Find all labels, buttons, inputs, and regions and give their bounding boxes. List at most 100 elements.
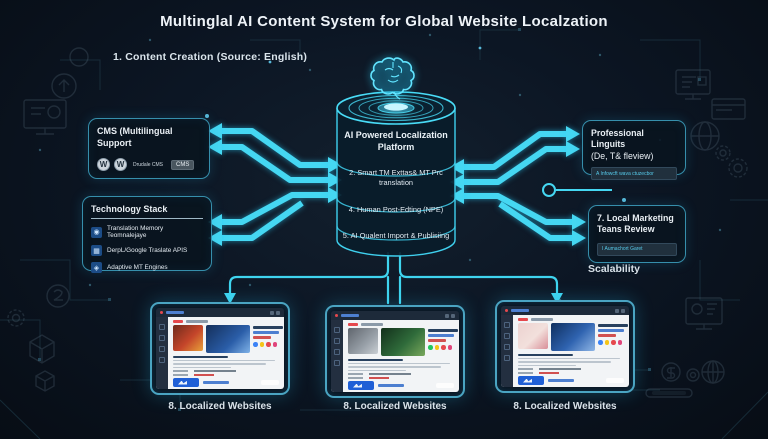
- text-line: [253, 326, 283, 329]
- sidebar-icon: [504, 322, 510, 328]
- upload-circle-icon: [51, 73, 77, 99]
- browser-topbar: [331, 311, 459, 320]
- address-bar: [341, 314, 359, 317]
- tech-item-translation-memory: ◉ Translation Memory Teomnalejaye: [91, 225, 203, 239]
- field-value: [194, 373, 214, 376]
- connector-dot: [205, 114, 209, 118]
- monitor-icon: [675, 69, 711, 100]
- website-label: 8. Localized Websites: [343, 401, 447, 412]
- field-label: [518, 371, 533, 374]
- adaptive-mt-icon: ◈: [91, 262, 102, 273]
- article-heading: [348, 359, 404, 361]
- website-body: [501, 315, 629, 387]
- tech-item-label: DerpL/Google Traslate APIS: [107, 247, 188, 254]
- article-image: [348, 328, 378, 354]
- coin-icon: [686, 368, 700, 382]
- sidebar-icon: [159, 357, 165, 363]
- globe-icon: [701, 360, 725, 384]
- text-line: [253, 331, 279, 334]
- browser-topbar: [501, 306, 629, 315]
- share-dot-icon: [434, 345, 439, 350]
- monitor-icon: [23, 99, 67, 135]
- localization-platform-cylinder: [336, 91, 456, 257]
- paragraph-line: [173, 360, 275, 362]
- paragraph-line: [348, 366, 442, 368]
- alert-dot-icon: [505, 309, 508, 312]
- window-control-icon: [615, 308, 619, 313]
- window-control-icon: [445, 313, 449, 318]
- text-line: [598, 324, 628, 327]
- website-label: 8. Localized Websites: [513, 401, 617, 412]
- scalability-label: Scalability: [588, 263, 640, 275]
- localized-website: [150, 302, 290, 395]
- cube-icon: [29, 334, 55, 392]
- website-body: [331, 320, 459, 392]
- technology-stack-title: Technology Stack: [91, 204, 203, 219]
- stage-import-publishing: 5. AI Qualent Import & Publisiing: [342, 231, 450, 240]
- social-share-icons: [253, 342, 279, 347]
- share-dot-icon: [617, 340, 622, 345]
- text-line: [428, 329, 458, 332]
- field-label: [518, 367, 533, 370]
- share-dot-icon: [598, 340, 603, 345]
- window-control-icon: [270, 310, 274, 315]
- distribution-lines: [228, 251, 559, 305]
- progress-pill-icon: [645, 388, 693, 398]
- paragraph-line: [173, 363, 267, 365]
- field-label: [348, 372, 363, 375]
- cta-button: [348, 381, 374, 390]
- website-content: [168, 317, 284, 389]
- hero-image: [551, 323, 595, 351]
- localized-website: [495, 300, 635, 393]
- social-share-icons: [598, 340, 624, 345]
- alert-dot-icon: [335, 314, 338, 317]
- hero-image: [206, 325, 250, 353]
- field-value: [539, 367, 581, 370]
- field-value: [369, 376, 389, 379]
- dollar-coin-icon: [661, 362, 681, 382]
- translation-memory-icon: ◉: [91, 226, 102, 238]
- localized-website: [325, 305, 465, 398]
- connector-dot: [622, 198, 626, 202]
- tech-item-label: Adaptive MT Engines: [107, 264, 168, 271]
- field-value: [194, 369, 236, 372]
- field-label: [348, 376, 363, 379]
- browser-window-icon: [711, 98, 746, 120]
- text-line: [598, 334, 616, 337]
- share-dot-icon: [272, 342, 277, 347]
- translate-api-icon: ▦: [91, 245, 102, 256]
- cms-platform-label: Drudale CMS: [133, 161, 164, 168]
- number-2-circle-icon: [46, 284, 70, 308]
- window-control-icon: [276, 310, 280, 315]
- website-sidebar: [156, 317, 168, 389]
- platform-label: AI Powered Localization Platform: [344, 130, 448, 153]
- cta-button: [518, 376, 544, 385]
- website-sidebar: [331, 320, 343, 392]
- website-content: [343, 320, 459, 392]
- brain-icon: [370, 57, 415, 100]
- tech-item-adaptive-mt: ◈ Adaptive MT Engines: [91, 262, 203, 273]
- sidebar-icon: [334, 327, 340, 333]
- browser-topbar: [156, 308, 284, 317]
- footer-pill: [606, 378, 624, 383]
- sidebar-icon: [334, 360, 340, 366]
- field-value: [539, 371, 559, 374]
- marketing-title: 7. Local Marketing Teans Review: [597, 213, 674, 235]
- sidebar-icon: [334, 338, 340, 344]
- technology-stack-box: Technology Stack ◉ Translation Memory Te…: [82, 196, 212, 273]
- sidebar-icon: [159, 346, 165, 352]
- paragraph-line: [518, 358, 620, 360]
- paragraph-line: [173, 366, 232, 368]
- text-line: [186, 320, 208, 323]
- gears-icon: [715, 145, 748, 178]
- monitor-icon: [685, 297, 723, 330]
- footer-text-line: [548, 379, 574, 382]
- alert-dot-icon: [160, 311, 163, 314]
- marketing-chip: I Aumachort Garet: [597, 242, 677, 256]
- share-dot-icon: [604, 340, 609, 345]
- share-dot-icon: [447, 345, 452, 350]
- paragraph-line: [518, 364, 577, 366]
- tech-item-translate-api: ▦ DerpL/Google Traslate APIS: [91, 245, 203, 256]
- address-bar: [511, 309, 529, 312]
- share-dot-icon: [428, 345, 433, 350]
